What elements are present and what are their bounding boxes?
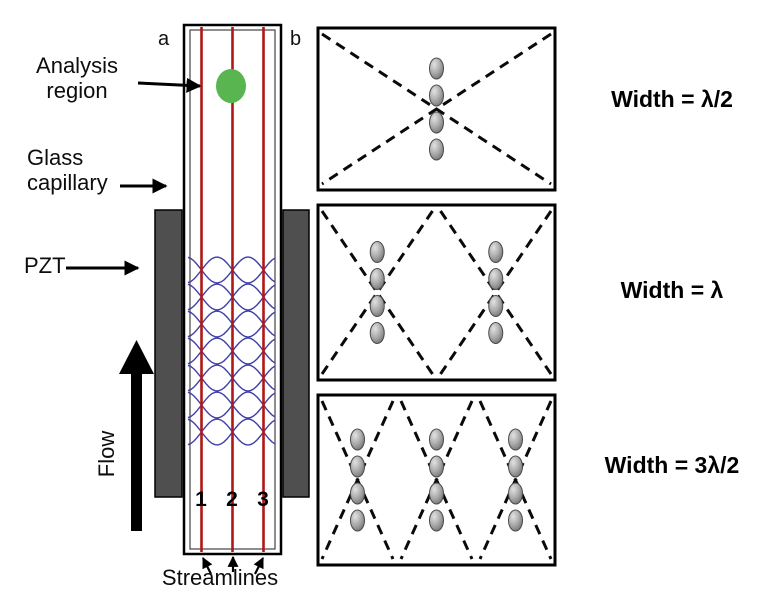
particle: [429, 428, 444, 451]
flow-arrow: [119, 340, 154, 531]
particle: [369, 268, 385, 290]
particle: [508, 509, 523, 532]
streamline-pointer-arrows: [202, 555, 264, 575]
streamlines-label: Streamlines: [161, 565, 279, 590]
particle: [508, 482, 523, 505]
width-label-lambda: Width = λ: [620, 277, 724, 303]
particle: [369, 322, 385, 344]
streamline-pointer-1: [202, 557, 213, 575]
particle: [429, 138, 444, 161]
width-label-three-half-lambda: Width = 3λ/2: [604, 452, 740, 478]
analysis-region-label: Analysis region: [36, 53, 118, 103]
particle: [429, 111, 444, 134]
particle: [369, 295, 385, 317]
panel-width-lambda: [316, 203, 557, 382]
streamline-number-2: 2: [226, 488, 238, 511]
flow-label: Flow: [94, 430, 119, 478]
node-line: [321, 32, 552, 186]
particle: [429, 509, 444, 532]
particle: [350, 428, 365, 451]
streamline-number-3: 3: [257, 488, 269, 511]
particle: [429, 455, 444, 478]
node-line: [478, 400, 553, 560]
particle: [488, 322, 504, 344]
particle: [488, 241, 504, 263]
particle: [369, 241, 385, 263]
panel-pattern-1: [321, 32, 552, 186]
node-line: [320, 400, 395, 560]
node-line: [399, 400, 474, 560]
panel-patterns: [320, 32, 553, 560]
panel-a-label: a: [158, 28, 170, 50]
width-label-half-lambda: Width = λ/2: [611, 86, 733, 112]
particle: [508, 428, 523, 451]
particle: [429, 84, 444, 107]
particle: [488, 295, 504, 317]
particle: [350, 509, 365, 532]
streamline-pointer-3: [253, 557, 264, 575]
particle: [350, 455, 365, 478]
particle: [488, 268, 504, 290]
analysis-region-arrow: [137, 77, 202, 93]
streamlines-group: [200, 27, 265, 552]
panel-pattern-3: [320, 400, 553, 560]
particle: [429, 482, 444, 505]
particle: [429, 57, 444, 80]
analysis-region-marker: [216, 69, 246, 103]
pzt-label: PZT: [24, 253, 66, 278]
pzt-bar-right: [282, 209, 310, 498]
pzt-bar-left: [154, 209, 183, 498]
streamline-number-1: 1: [195, 488, 207, 511]
particle: [350, 482, 365, 505]
panel-pattern-2: [320, 210, 553, 375]
panel-b-label: b: [290, 28, 302, 50]
glass-capillary-label: Glass capillary: [27, 145, 108, 195]
particle: [508, 455, 523, 478]
